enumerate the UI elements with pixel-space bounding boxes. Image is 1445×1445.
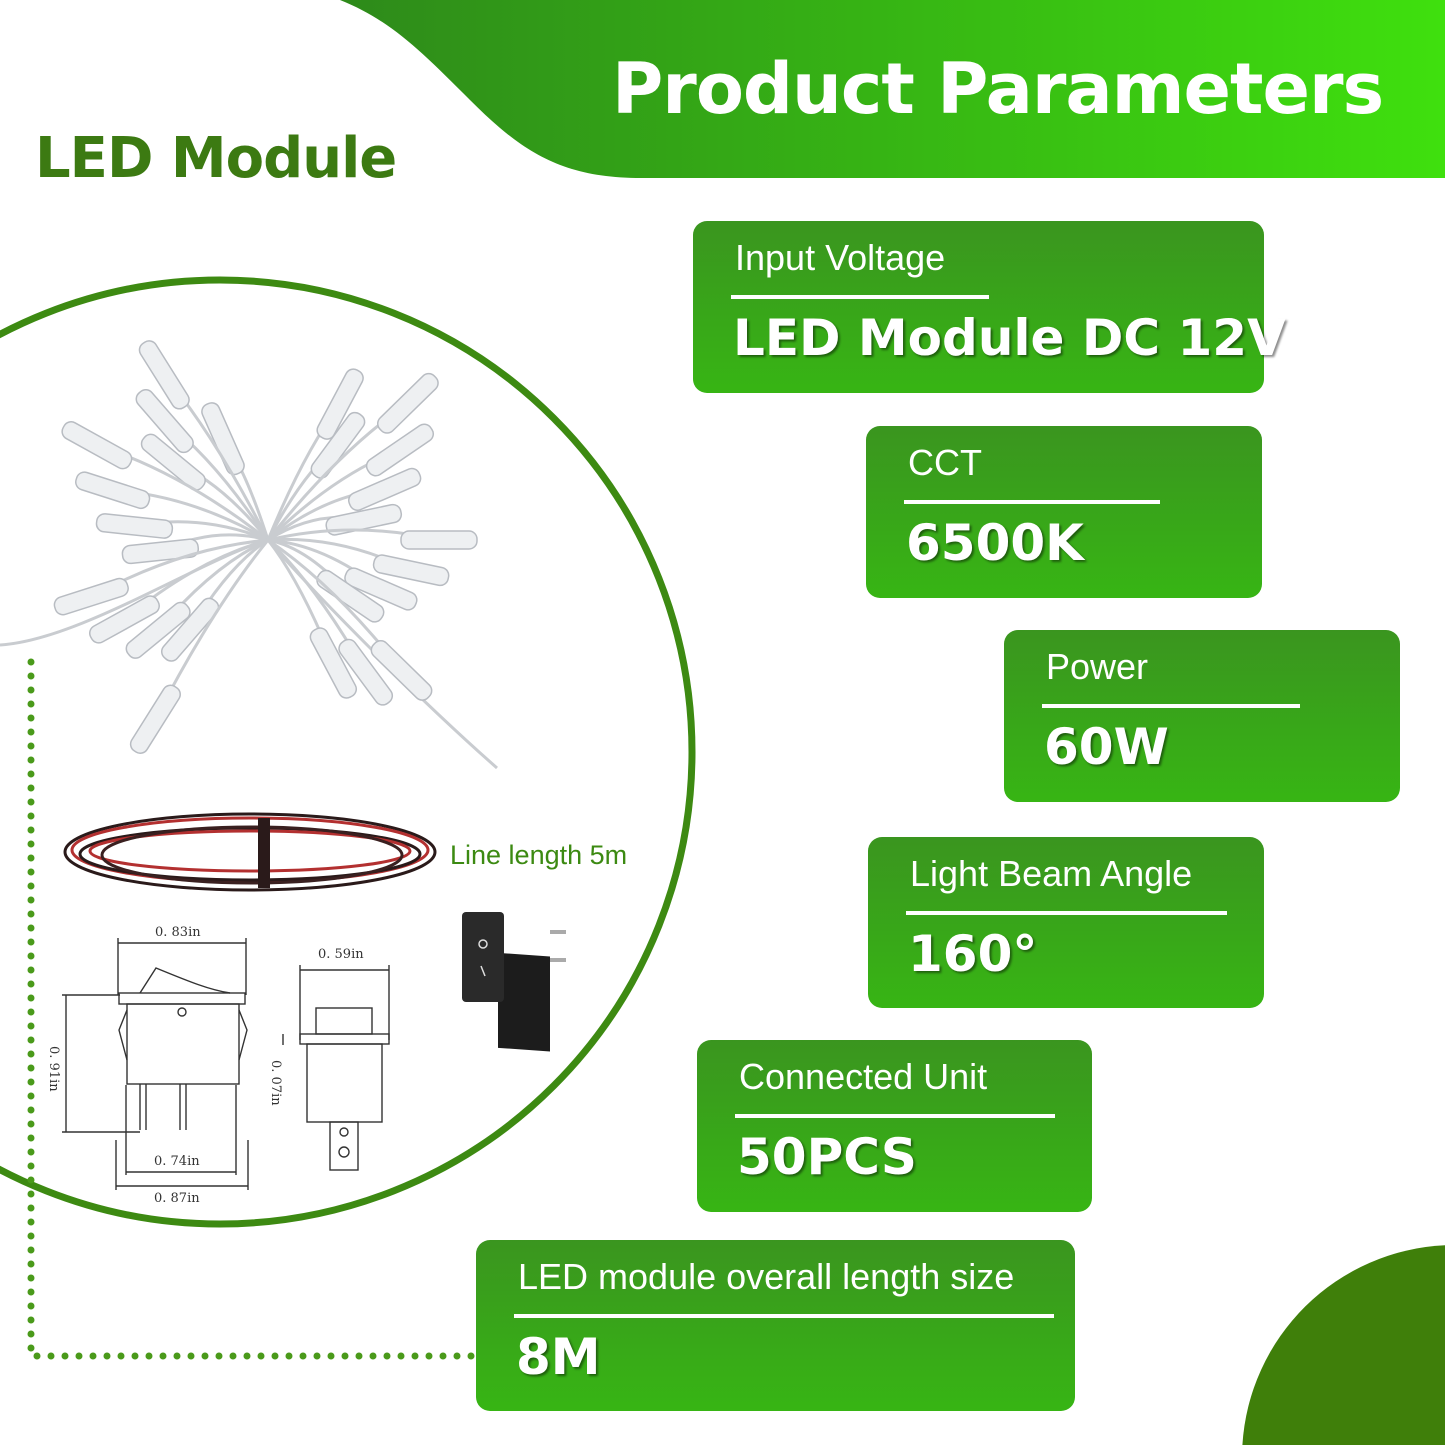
dimension-labels: 0. 83in 0. 59in 0. 91in 0. 07in 0. 74in … <box>46 925 364 1206</box>
param-card-cct: CCT 6500K <box>866 426 1262 598</box>
param-label: Connected Unit <box>739 1056 988 1097</box>
led-module <box>121 538 200 565</box>
led-module <box>129 684 181 754</box>
divider <box>1042 704 1300 708</box>
param-value: 8M <box>516 1328 601 1386</box>
led-module <box>160 597 220 662</box>
dim-flange: 0. 07in <box>268 1060 283 1106</box>
param-card-beam-angle: Light Beam Angle 160° <box>868 837 1264 1008</box>
param-card-power: Power 60W <box>1004 630 1400 802</box>
dim-side-width: 0. 59in <box>318 947 364 962</box>
page-title: Product Parameters <box>612 48 1384 130</box>
divider <box>735 1114 1055 1118</box>
led-module <box>348 467 422 511</box>
section-title: LED Module <box>35 126 397 191</box>
led-module <box>61 421 133 470</box>
param-card-input-voltage: Input Voltage LED Module DC 12V <box>693 221 1286 393</box>
param-value: 60W <box>1044 718 1169 776</box>
product-circle-frame <box>0 276 696 1228</box>
param-label: Power <box>1046 646 1149 687</box>
param-value: 6500K <box>906 514 1084 572</box>
line-length-label: Line length 5m <box>450 840 628 870</box>
divider <box>906 911 1227 915</box>
led-module <box>138 340 190 410</box>
led-module <box>140 433 206 491</box>
dim-top-width: 0. 83in <box>155 925 201 940</box>
led-module <box>75 471 151 510</box>
led-module <box>135 388 194 454</box>
param-label: CCT <box>908 442 982 483</box>
led-module <box>400 530 478 550</box>
led-module <box>376 372 439 434</box>
header-banner <box>340 0 1445 178</box>
dim-total-width: 0. 87in <box>154 1191 200 1206</box>
dim-inner-width: 0. 74in <box>154 1154 200 1169</box>
param-value: 50PCS <box>737 1128 917 1186</box>
led-module <box>125 601 191 659</box>
param-value: LED Module DC 12V <box>733 309 1286 367</box>
divider <box>904 500 1160 504</box>
dim-height: 0. 91in <box>46 1046 61 1092</box>
dotted-connector <box>27 658 478 1360</box>
led-module <box>309 627 358 699</box>
led-module <box>53 577 129 616</box>
param-card-overall-length: LED module overall length size 8M <box>476 1240 1075 1411</box>
param-card-connected-unit: Connected Unit 50PCS <box>697 1040 1092 1212</box>
led-module <box>325 503 403 536</box>
cable-coil <box>63 812 437 892</box>
param-label: Light Beam Angle <box>910 853 1193 894</box>
led-module <box>365 423 435 477</box>
led-module <box>310 411 366 479</box>
led-module <box>344 567 418 611</box>
led-module <box>372 554 450 587</box>
param-label: Input Voltage <box>735 237 946 278</box>
led-module <box>338 638 394 706</box>
param-label: LED module overall length size <box>518 1256 1015 1297</box>
led-module-cluster <box>0 340 498 770</box>
led-module <box>89 595 160 644</box>
switch-dimension-drawing <box>62 938 390 1190</box>
led-module <box>370 639 433 701</box>
rocker-switch-image <box>462 912 566 1052</box>
corner-circle <box>1242 1245 1445 1445</box>
divider <box>514 1314 1054 1318</box>
divider <box>731 295 989 299</box>
led-module <box>316 368 364 440</box>
param-value: 160° <box>908 925 1038 983</box>
led-module <box>95 513 174 539</box>
led-module <box>201 402 245 476</box>
